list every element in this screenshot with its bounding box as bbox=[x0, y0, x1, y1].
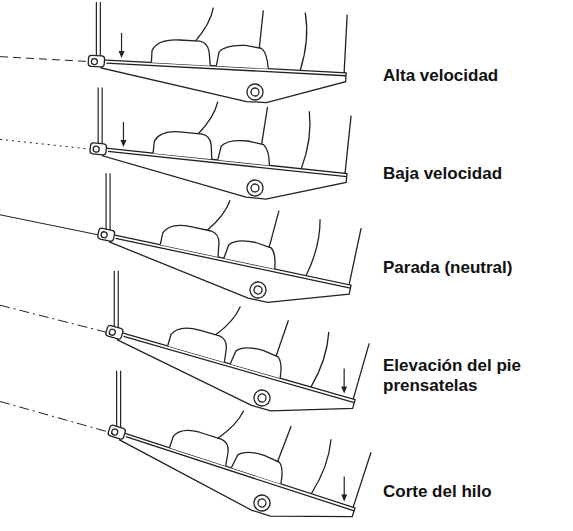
pedal-plate bbox=[110, 332, 355, 432]
leg-line bbox=[344, 15, 347, 73]
pivot bbox=[251, 184, 260, 193]
leg-line bbox=[198, 100, 217, 135]
leg-line bbox=[300, 12, 308, 70]
position-label: Elevación del pie prensatelas bbox=[383, 356, 565, 397]
press-arrow bbox=[120, 122, 126, 147]
pivot bbox=[252, 388, 272, 408]
cable-line bbox=[0, 139, 92, 149]
clevis-pin bbox=[93, 146, 100, 153]
pedal bbox=[0, 87, 353, 207]
leg-line bbox=[353, 343, 369, 399]
leg-line bbox=[207, 197, 230, 234]
pivot bbox=[257, 498, 267, 508]
foot-toe bbox=[160, 221, 223, 257]
pivot bbox=[252, 493, 272, 513]
leg-line bbox=[259, 10, 263, 48]
foot-toe bbox=[153, 129, 214, 159]
pedal-plate bbox=[111, 432, 355, 531]
leg-line bbox=[301, 111, 312, 169]
pedal bbox=[0, 173, 363, 318]
rod bbox=[105, 173, 106, 231]
cable-line bbox=[0, 57, 90, 62]
press-arrow bbox=[119, 33, 125, 58]
pivot bbox=[247, 84, 264, 101]
clevis-pin bbox=[101, 231, 108, 238]
rod bbox=[109, 173, 110, 231]
position-label: Baja velocidad bbox=[383, 164, 502, 184]
clevis bbox=[90, 143, 107, 156]
rod bbox=[100, 2, 101, 58]
cable-line bbox=[0, 215, 100, 235]
leg-line bbox=[277, 426, 291, 463]
pivot bbox=[257, 393, 267, 403]
leg-line bbox=[218, 406, 244, 443]
foot-heel bbox=[218, 138, 272, 165]
foot-toe bbox=[168, 323, 231, 362]
clevis-pin bbox=[109, 328, 116, 335]
leg-line bbox=[306, 219, 323, 277]
leg-line bbox=[349, 228, 361, 285]
pivot bbox=[251, 88, 259, 96]
foot-heel bbox=[230, 343, 286, 378]
clevis bbox=[88, 55, 105, 67]
pedal-plate bbox=[100, 60, 346, 107]
pedal-edge bbox=[126, 437, 354, 511]
pedal bbox=[0, 271, 371, 433]
leg-line bbox=[353, 452, 371, 507]
clevis-pin bbox=[91, 58, 97, 64]
cable-line bbox=[0, 401, 111, 432]
rod bbox=[98, 87, 99, 145]
foot-toe bbox=[170, 425, 234, 466]
pedal bbox=[0, 371, 373, 531]
rod bbox=[118, 271, 119, 329]
leg-line bbox=[311, 331, 331, 388]
position-label: Corte del hilo bbox=[383, 482, 492, 502]
foot-heel bbox=[216, 44, 269, 69]
rod bbox=[120, 371, 121, 429]
leg-line bbox=[196, 7, 214, 42]
leg-line bbox=[311, 439, 333, 496]
pivot bbox=[249, 281, 268, 300]
cable-line bbox=[0, 305, 108, 333]
pivot bbox=[253, 285, 262, 294]
press-arrow bbox=[341, 476, 347, 501]
leg-line bbox=[345, 116, 351, 174]
pedal bbox=[0, 1, 349, 106]
position-label: Alta velocidad bbox=[383, 66, 498, 86]
leg-line bbox=[276, 320, 288, 357]
position-label: Parada (neutral) bbox=[383, 258, 512, 278]
rod bbox=[102, 87, 103, 145]
clevis-pin bbox=[111, 428, 119, 436]
clevis bbox=[97, 228, 115, 242]
rod bbox=[114, 271, 115, 329]
pedal-plate bbox=[104, 234, 351, 318]
foot-toe bbox=[151, 39, 211, 66]
leg-line bbox=[262, 107, 268, 145]
rod bbox=[96, 2, 97, 58]
clevis bbox=[107, 424, 126, 439]
foot-heel bbox=[231, 447, 287, 484]
press-arrow bbox=[341, 369, 347, 394]
pivot bbox=[246, 179, 264, 197]
rod bbox=[116, 371, 117, 429]
leg-line bbox=[216, 302, 241, 339]
leg-line bbox=[269, 210, 279, 248]
clevis bbox=[105, 325, 123, 340]
